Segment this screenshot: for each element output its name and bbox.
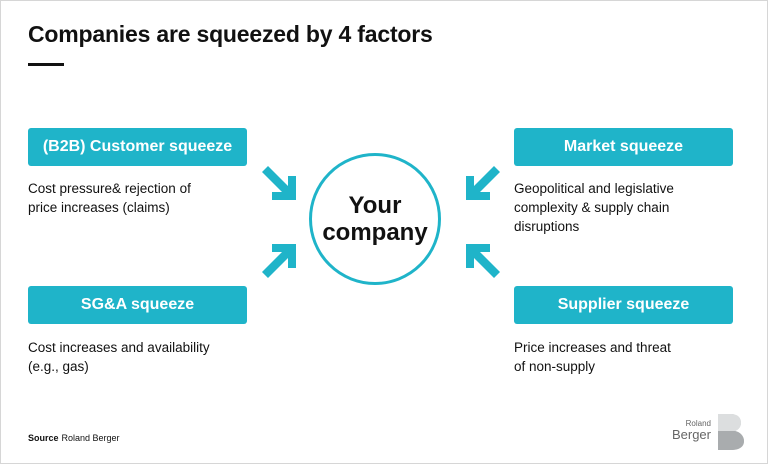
source-label: Source	[28, 433, 59, 443]
your-company-circle: Your company	[309, 153, 441, 285]
logo-line-1: Roland	[685, 419, 711, 428]
arrow-up-left-icon	[466, 244, 500, 278]
page-title: Companies are squeezed by 4 factors	[28, 21, 433, 47]
arrow-up-right-icon	[262, 244, 296, 278]
supplier-squeeze-box: Supplier squeeze	[514, 286, 733, 324]
sga-squeeze-box: SG&A squeeze	[28, 286, 247, 324]
supplier-squeeze-label: Supplier squeeze	[557, 296, 690, 313]
market-squeeze-box: Market squeeze	[514, 128, 733, 166]
roland-berger-logo-text: Roland Berger	[672, 419, 711, 442]
source-text: Roland Berger	[61, 433, 120, 443]
market-squeeze-description: Geopolitical and legislative complexity …	[514, 181, 674, 234]
customer-squeeze-label: (B2B) Customer squeeze	[42, 138, 233, 155]
roland-berger-b-logo-icon	[718, 414, 744, 450]
sga-squeeze-description: Cost increases and availability (e.g., g…	[28, 340, 210, 374]
customer-squeeze-box: (B2B) Customer squeeze	[28, 128, 247, 166]
logo-line-2: Berger	[671, 427, 711, 442]
supplier-squeeze-description: Price increases and threat of non-supply	[514, 340, 671, 374]
customer-squeeze-description: Cost pressure& rejection of price increa…	[28, 181, 191, 215]
market-squeeze-label: Market squeeze	[563, 138, 684, 155]
arrow-down-right-icon	[262, 166, 296, 200]
arrow-down-left-icon	[466, 166, 500, 200]
title-underline	[28, 63, 64, 66]
sga-squeeze-label: SG&A squeeze	[80, 296, 195, 313]
